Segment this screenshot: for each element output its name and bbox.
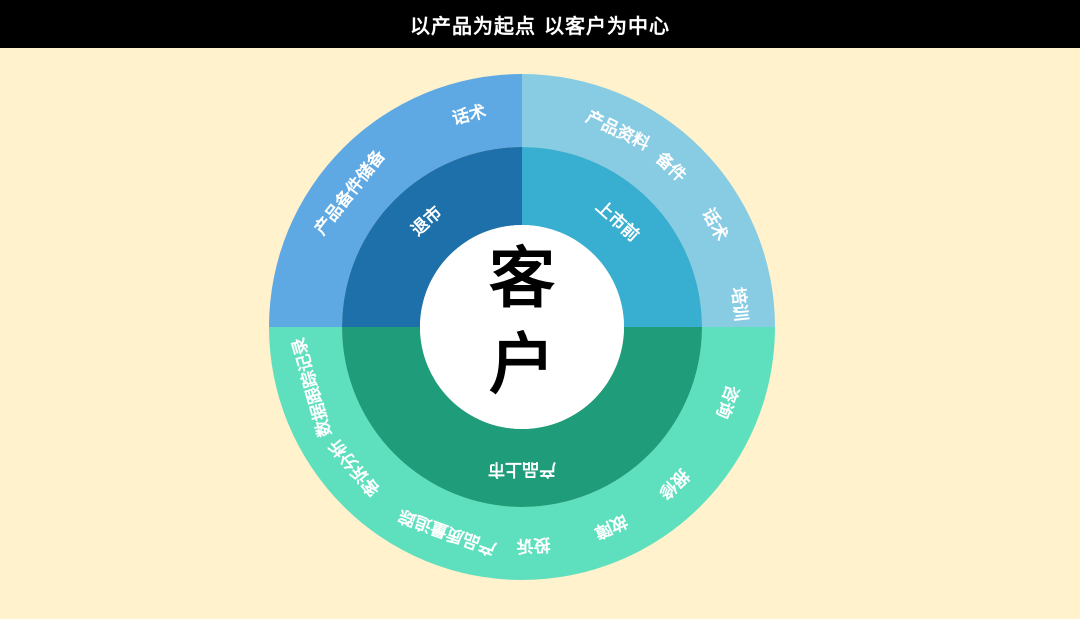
inner-segment-pre-launch (522, 147, 702, 327)
inner-segment-delisting (342, 147, 522, 327)
inner-segment-post-launch (342, 327, 702, 507)
outer-segment-bottom (269, 327, 775, 580)
center-text-line1: 客 (489, 240, 555, 317)
outer-segment-top-left (269, 74, 522, 327)
inner-label-post-launch: 产品上市 (488, 459, 556, 480)
center-text-line2: 户 (489, 326, 555, 403)
outer-label-bottom-3: 投诉 (516, 534, 551, 557)
page-title: 以产品为起点 以客户为中心 (410, 13, 670, 38)
outer-segment-top-right (522, 74, 775, 327)
center-circle (420, 225, 624, 429)
title-bar: 以产品为起点 以客户为中心 (0, 0, 1080, 48)
outer-label-top-right-3: 培训 (727, 286, 751, 322)
